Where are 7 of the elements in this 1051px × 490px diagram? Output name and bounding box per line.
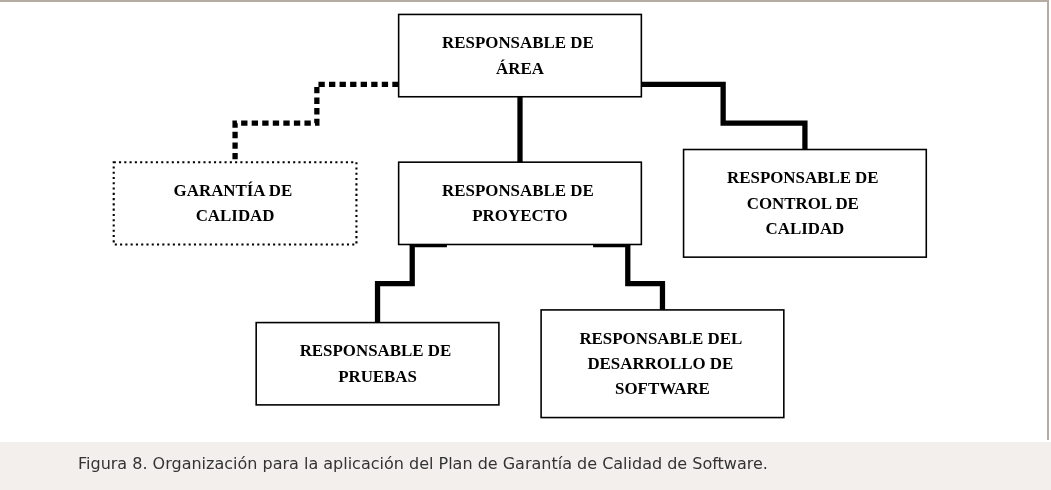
node-box: GARANTÍA DE CALIDAD xyxy=(112,161,358,246)
node-box: RESPONSABLE DE ÁREA xyxy=(397,13,643,98)
node-box: RESPONSABLE DE PRUEBAS xyxy=(255,321,500,406)
node-box: RESPONSABLE DE CONTROL DE CALIDAD xyxy=(682,148,928,258)
figure-caption: Figura 8. Organización para la aplicación del Plan de Garantía de Calidad de Software. xyxy=(78,454,768,473)
node-box: RESPONSABLE DEL DESARROLLO DE SOFTWARE xyxy=(540,309,785,419)
node-box: RESPONSABLE DE PROYECTO xyxy=(397,161,643,246)
